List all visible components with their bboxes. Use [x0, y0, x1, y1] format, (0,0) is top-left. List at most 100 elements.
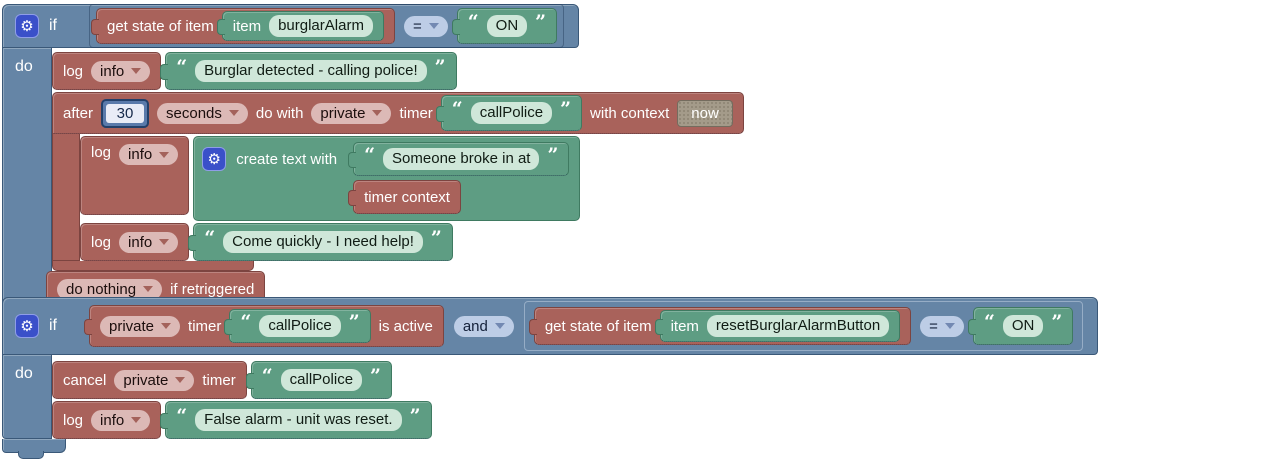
unit-dropdown[interactable]: seconds [157, 102, 248, 124]
log-level-dropdown[interactable]: info [119, 231, 179, 253]
open-quote-icon: “ [467, 11, 479, 34]
message-field[interactable]: Come quickly - I need help! [223, 231, 423, 253]
log-label: log [63, 62, 84, 80]
string-value-field[interactable]: ON [1002, 315, 1044, 337]
if-label: if [49, 317, 57, 334]
log-block-1[interactable]: log info [52, 52, 162, 90]
log-level-dropdown[interactable]: info [91, 60, 151, 82]
close-quote-icon: ” [430, 227, 442, 250]
do-with-label: do with [255, 104, 304, 122]
log-level-dropdown[interactable]: info [119, 144, 179, 165]
after-timer-footer [52, 261, 254, 271]
log-statement-row: log info “ False alarm - unit was reset.… [52, 401, 432, 439]
cancel-timer-block[interactable]: cancel private timer [52, 361, 247, 399]
close-quote-icon: ” [348, 311, 360, 334]
close-quote-icon: ” [370, 365, 381, 388]
chevron-down-icon [159, 239, 170, 245]
log-statement-row: log info ⚙ create text with [80, 136, 581, 221]
string-block-on-2[interactable]: “ ON ” [967, 307, 1074, 345]
string-block-on-1[interactable]: “ ON ” [451, 8, 558, 44]
scope-dropdown[interactable]: private [311, 102, 392, 124]
chevron-down-icon [494, 323, 505, 329]
do-label: do [15, 58, 33, 75]
after-timer-block[interactable]: after 30 seconds do with private timer [52, 92, 744, 271]
string-block-part1[interactable]: “ Someone broke in at ” [348, 142, 570, 176]
timer-name-field[interactable]: callPolice [470, 102, 553, 124]
item-name-field[interactable]: resetBurglarAlarmButton [706, 315, 890, 337]
retrigger-policy-dropdown[interactable]: do nothing [57, 278, 163, 300]
timer-context-label: timer context [364, 188, 450, 206]
string-block-timer-name[interactable]: “ callPolice ” [224, 309, 371, 343]
do-spine-1: do [2, 48, 52, 307]
and-dropdown[interactable]: and [453, 315, 514, 337]
after-timer-header[interactable]: after 30 seconds do with private timer [52, 92, 744, 134]
gear-icon[interactable]: ⚙ [15, 14, 39, 38]
string-block-timer-name[interactable]: “ callPolice ” [435, 95, 583, 131]
if-retriggered-label: if retriggered [170, 280, 255, 298]
string-block-message[interactable]: “ Come quickly - I need help! ” [188, 223, 453, 261]
get-state-block-2[interactable]: get state of item item resetBurglarAlarm… [528, 307, 912, 345]
item-name-field[interactable]: burglarAlarm [269, 15, 373, 37]
timer-active-block[interactable]: private timer “ callPolice ” is active [84, 305, 444, 347]
if-rule-block-2[interactable]: ⚙ if private timer “ callPolice ” is act… [2, 297, 1099, 459]
string-value-field[interactable]: ON [486, 15, 528, 37]
log-level-dropdown[interactable]: info [91, 409, 151, 431]
close-quote-icon: ” [1051, 311, 1063, 334]
context-shadow-block[interactable]: now [677, 99, 733, 127]
message-field[interactable]: False alarm - unit was reset. [195, 409, 402, 431]
create-text-block[interactable]: ⚙ create text with “ Someone broke in at… [193, 136, 581, 221]
string-block-timer-name[interactable]: “ callPolice ” [245, 361, 392, 399]
open-quote-icon: “ [261, 365, 273, 388]
is-active-label: is active [378, 317, 433, 335]
text-part-field[interactable]: Someone broke in at [383, 148, 540, 170]
string-block-message[interactable]: “ False alarm - unit was reset. ” [160, 401, 432, 439]
log-block-3[interactable]: log info [80, 223, 190, 261]
scope-dropdown[interactable]: private [114, 369, 195, 391]
log-block-4[interactable]: log info [52, 401, 162, 439]
timer-name-field[interactable]: callPolice [259, 315, 341, 337]
timer-label: timer [188, 317, 222, 335]
open-quote-icon: “ [364, 144, 376, 167]
chevron-down-icon [228, 110, 239, 116]
chevron-down-icon [175, 377, 186, 383]
number-block[interactable]: 30 [101, 98, 150, 128]
with-context-label: with context [590, 104, 670, 122]
chevron-down-icon [161, 323, 172, 329]
item-label: item [232, 17, 262, 35]
item-block-1[interactable]: item burglarAlarm [216, 11, 384, 41]
chevron-down-icon [428, 23, 439, 29]
cancel-label: cancel [63, 371, 107, 389]
create-text-label: create text with [236, 150, 338, 168]
item-label: item [670, 317, 699, 335]
compare-block-1[interactable]: get state of item item burglarAlarm = “ … [89, 4, 565, 48]
if-row-2[interactable]: ⚙ if private timer “ callPolice ” is act… [2, 297, 1099, 355]
if-row-1[interactable]: ⚙ if get state of item item burglarAlarm… [2, 4, 580, 48]
if-label: if [49, 17, 57, 34]
timer-label: timer [399, 104, 433, 122]
do-label: do [15, 365, 33, 382]
equals-dropdown-2[interactable]: = [920, 315, 964, 337]
rule-bottom-bar [2, 439, 66, 459]
timer-context-block[interactable]: timer context [348, 180, 461, 214]
get-state-label: get state of item [544, 317, 652, 335]
gear-icon[interactable]: ⚙ [202, 147, 227, 171]
equals-dropdown-1[interactable]: = [403, 15, 448, 37]
item-block-2[interactable]: item resetBurglarAlarmButton [654, 310, 901, 342]
delay-field[interactable]: 30 [106, 103, 145, 123]
if-rule-block-1[interactable]: ⚙ if get state of item item burglarAlarm… [2, 4, 744, 327]
chevron-down-icon [131, 68, 142, 74]
log-block-2[interactable]: log info [80, 136, 190, 215]
timer-name-field[interactable]: callPolice [280, 369, 363, 391]
after-label: after [63, 104, 94, 122]
compare-block-2[interactable]: get state of item item resetBurglarAlarm… [523, 301, 1084, 351]
close-quote-icon: ” [409, 405, 421, 428]
scope-dropdown[interactable]: private [100, 315, 181, 337]
chevron-down-icon [372, 110, 383, 116]
cancel-statement-row: cancel private timer “ callPolice ” [52, 361, 392, 399]
message-field[interactable]: Burglar detected - calling police! [195, 60, 427, 82]
close-quote-icon: ” [560, 98, 572, 121]
string-block-message[interactable]: “ Burglar detected - calling police! ” [160, 52, 457, 90]
get-state-block-1[interactable]: get state of item item burglarAlarm [91, 8, 395, 44]
gear-icon[interactable]: ⚙ [15, 314, 39, 338]
